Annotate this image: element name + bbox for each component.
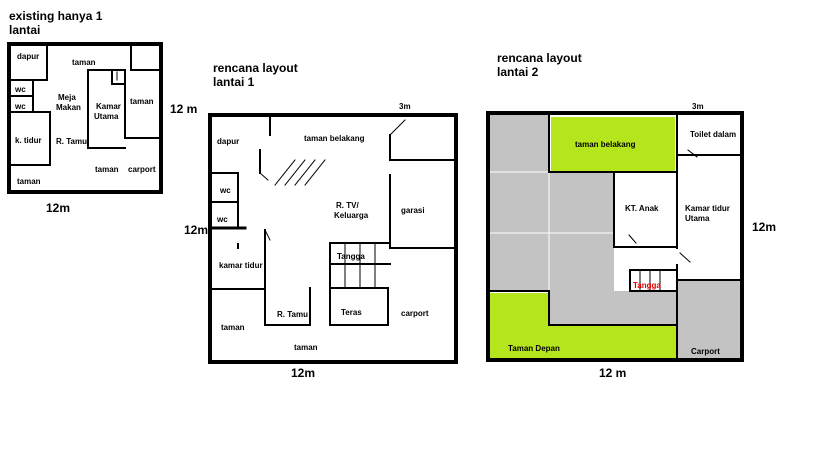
lantai2-label-kamar-utama-1: Kamar tidur xyxy=(685,204,730,213)
existing-label-meja-makan-2: Makan xyxy=(56,103,81,112)
lantai2-interior-walls xyxy=(489,114,741,359)
lantai2-label-toilet-dalam: Toilet dalam xyxy=(690,130,736,139)
lantai1-label-r-tv-1: R. TV/ xyxy=(336,201,359,210)
lantai1-label-taman-left: taman xyxy=(221,323,245,332)
lantai2-dim-top: 3m xyxy=(692,102,704,111)
lantai1-outer-wall xyxy=(208,113,458,364)
lantai2-title-line1: rencana layout xyxy=(497,51,582,65)
lantai2-plan: rencana layout lantai 2 3m xyxy=(486,51,776,380)
lantai2-taman-belakang-area xyxy=(551,117,675,171)
lantai1-dim-left: 12m xyxy=(184,223,208,237)
lantai1-interior-walls xyxy=(210,116,457,326)
existing-label-k-tidur: k. tidur xyxy=(15,136,42,145)
lantai2-label-kamar-utama-2: Utama xyxy=(685,214,710,223)
existing-outer-wall xyxy=(7,42,163,194)
lantai1-label-taman-bottom: taman xyxy=(294,343,318,352)
lantai1-label-garasi: garasi xyxy=(401,206,425,215)
existing-label-taman-mid: taman xyxy=(95,165,119,174)
lantai1-dim-top: 3m xyxy=(399,102,411,111)
lantai1-label-r-tv-2: Keluarga xyxy=(334,211,369,220)
lantai2-outer-wall xyxy=(486,111,744,362)
lantai2-void-areas xyxy=(490,115,740,358)
lantai1-title-line1: rencana layout xyxy=(213,61,298,75)
lantai2-taman-depan-area xyxy=(490,293,548,360)
existing-interior-walls xyxy=(10,45,160,166)
existing-dim-bottom: 12m xyxy=(46,201,70,215)
lantai1-label-kamar-tidur: kamar tidur xyxy=(219,261,263,270)
existing-label-taman-top: taman xyxy=(72,58,96,67)
existing-dim-right: 12 m xyxy=(170,102,197,116)
lantai1-label-teras: Teras xyxy=(341,308,362,317)
lantai2-label-taman-belakang: taman belakang xyxy=(575,140,636,149)
lantai1-stair-treads xyxy=(344,242,376,289)
lantai2-door-swings xyxy=(628,149,698,263)
lantai1-label-r-tamu: R. Tamu xyxy=(277,310,308,319)
existing-label-carport: carport xyxy=(128,165,156,174)
existing-title-line1: existing hanya 1 xyxy=(9,9,103,23)
lantai1-label-wc2: wc xyxy=(216,215,228,224)
lantai1-door-swings xyxy=(259,172,271,241)
lantai2-label-tangga: Tangga xyxy=(633,281,661,290)
existing-label-kamar-utama-2: Utama xyxy=(94,112,119,121)
lantai2-dim-right: 12m xyxy=(752,220,776,234)
lantai1-label-dapur: dapur xyxy=(217,137,239,146)
lantai2-stair-treads xyxy=(639,270,661,291)
lantai1-label-carport: carport xyxy=(401,309,429,318)
existing-label-kamar-utama-1: Kamar xyxy=(96,102,121,111)
lantai1-plan: rencana layout lantai 1 3m xyxy=(184,61,458,380)
existing-label-wc2: wc xyxy=(14,102,26,111)
existing-label-meja-makan-1: Meja xyxy=(58,93,76,102)
lantai1-title-line2: lantai 1 xyxy=(213,75,255,89)
lantai2-label-kt-anak: KT. Anak xyxy=(625,204,659,213)
existing-label-taman-bottom: taman xyxy=(17,177,41,186)
lantai1-dim-bottom: 12m xyxy=(291,366,315,380)
lantai1-label-tangga: Tangga xyxy=(337,252,365,261)
existing-plan: existing hanya 1 lantai dapur taman wc xyxy=(7,9,197,215)
lantai2-label-taman-depan: Taman Depan xyxy=(508,344,560,353)
existing-label-taman-right: taman xyxy=(130,97,154,106)
lantai2-label-carport: Carport xyxy=(691,347,720,356)
lantai2-dim-bottom: 12 m xyxy=(599,366,626,380)
existing-label-r-tamu: R. Tamu xyxy=(56,137,87,146)
existing-title-line2: lantai xyxy=(9,23,40,37)
lantai1-label-wc1: wc xyxy=(219,186,231,195)
lantai2-taman-depan-area-2 xyxy=(548,325,677,360)
existing-label-dapur: dapur xyxy=(17,52,39,61)
lantai1-label-taman-belakang: taman belakang xyxy=(304,134,365,143)
existing-label-wc1: wc xyxy=(14,85,26,94)
lantai2-title-line2: lantai 2 xyxy=(497,65,539,79)
lantai1-hatch-lines xyxy=(274,159,326,186)
